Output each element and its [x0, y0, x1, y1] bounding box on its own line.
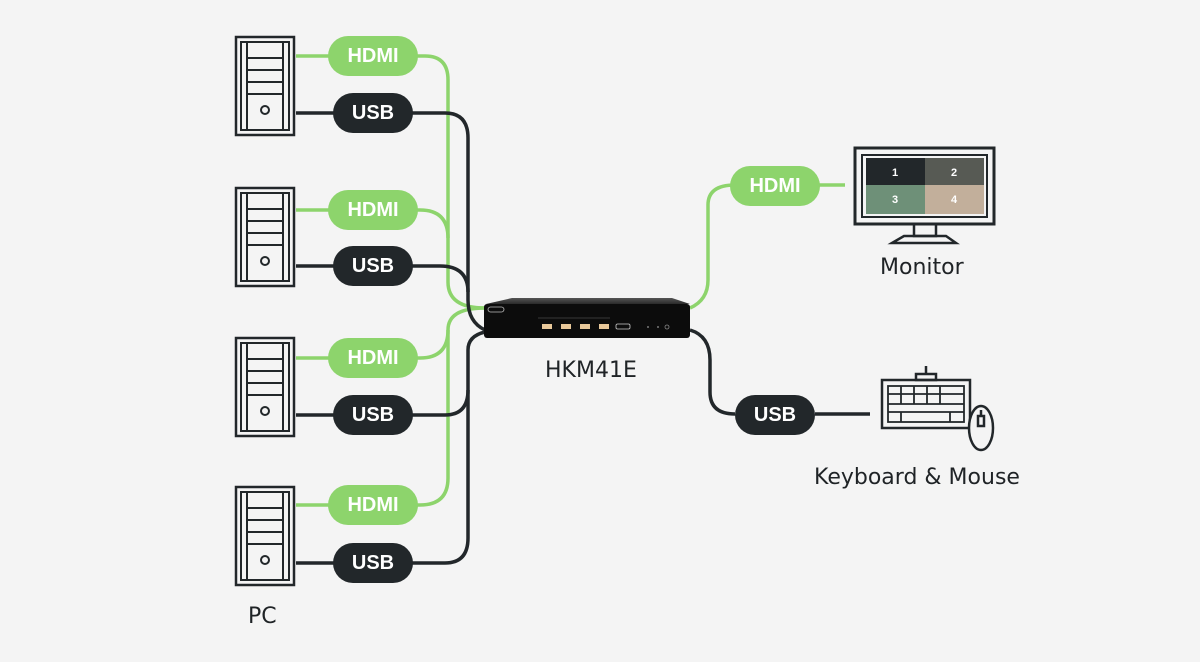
- hdmi-wire-2: [296, 208, 450, 239]
- monitor-quadrant-1: [866, 158, 925, 185]
- keyboard-mouse-icon: [880, 366, 995, 452]
- hdmi-pill-monitor: HDMI: [730, 166, 820, 206]
- hdmi-wire-monitor: [689, 183, 845, 310]
- hdmi-pill-4: HDMI: [328, 485, 418, 525]
- brand-logo: [487, 306, 505, 313]
- usb-wire-1: [296, 111, 486, 332]
- usb-pill-3: USB: [333, 395, 413, 435]
- quadrant-label-4: 4: [951, 194, 958, 206]
- usb-wire-keyboard: [689, 328, 870, 416]
- hdmi-pill-1: HDMI: [328, 36, 418, 76]
- hdmi-wire-4: [296, 330, 450, 507]
- usb-pill-keyboard: USB: [735, 395, 815, 435]
- pc-tower-icon: [234, 186, 296, 288]
- monitor-quadrant-3: [866, 185, 925, 214]
- quadrant-label-3: 3: [892, 194, 898, 206]
- usb-pill-2: USB: [333, 246, 413, 286]
- kvm-switch-device: [484, 298, 690, 338]
- usb-wire-2: [296, 264, 470, 293]
- monitor-icon: 1 2 3 4: [853, 146, 996, 245]
- usb-port-icons: [542, 324, 609, 329]
- pc-tower-icon: [234, 35, 296, 137]
- pc-tower-icon: [234, 336, 296, 438]
- hdmi-wire-1: [296, 54, 486, 310]
- monitor-label: Monitor: [880, 255, 964, 280]
- usb-pill-1: USB: [333, 93, 413, 133]
- hdmi-wires: [296, 54, 845, 507]
- hdmi-pill-3: HDMI: [328, 338, 418, 378]
- hdmi-pill-2: HDMI: [328, 190, 418, 230]
- peripherals-label: Keyboard & Mouse: [814, 465, 1020, 490]
- quadrant-label-1: 1: [892, 167, 898, 179]
- usb-wires: [296, 111, 870, 565]
- monitor-quadrant-2: [925, 158, 984, 185]
- pc-label: PC: [248, 604, 277, 629]
- pc-tower-icon: [234, 485, 296, 587]
- usb-pill-4: USB: [333, 543, 413, 583]
- quadrant-label-2: 2: [951, 167, 957, 179]
- hdmi-port-icon: [615, 323, 631, 330]
- switch-label: HKM41E: [545, 358, 637, 383]
- usb-wire-4: [296, 390, 470, 565]
- monitor-quadrant-4: [925, 185, 984, 214]
